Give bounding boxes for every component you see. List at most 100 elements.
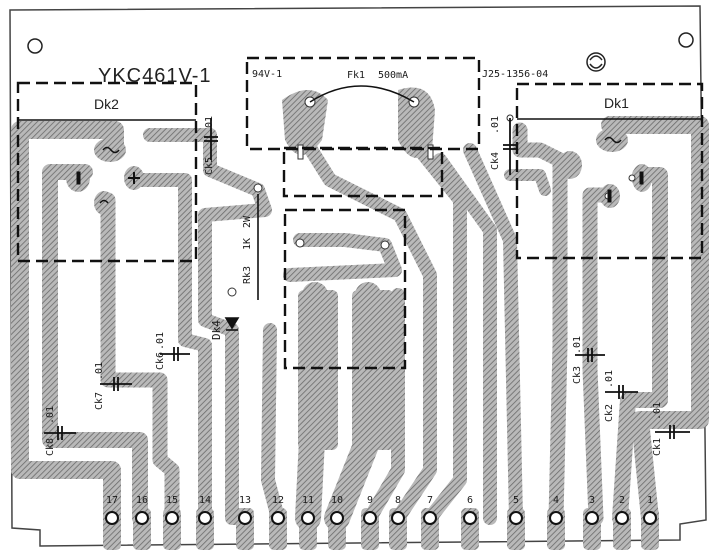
connector-hole <box>330 511 344 525</box>
connector-hole <box>643 511 657 525</box>
connector-pin-3: 3 <box>583 495 601 550</box>
capacitor-ck1-name: Ck1 <box>652 438 663 456</box>
cap-ck2 <box>605 385 638 399</box>
wave-icon <box>102 146 120 154</box>
hole-dk1-a <box>628 174 636 182</box>
slot-fuse-right <box>427 144 434 160</box>
connector-pin-number: 4 <box>553 495 559 506</box>
connector-pin-16: 16 <box>133 495 151 550</box>
connector-hole <box>615 511 629 525</box>
minus-mark-3 <box>607 189 612 203</box>
trace-pin-6 <box>433 153 497 525</box>
capacitor-ck1-value: .01 <box>652 402 663 420</box>
trace-dk1-outer <box>601 116 709 527</box>
block-label-right: Dk1 <box>604 95 629 111</box>
connector-pin-17: 17 <box>103 495 121 550</box>
resistor-name-label: Rk3 <box>242 266 253 284</box>
outline-fuse-lower <box>282 146 444 198</box>
trace-dk2-right <box>100 192 180 526</box>
connector-hole <box>301 511 315 525</box>
hole-ck5 <box>253 183 263 193</box>
connector-pin-6: 6 <box>461 495 479 550</box>
mounting-hole-right <box>678 32 694 48</box>
hole-center <box>295 238 305 248</box>
connector-pin-2: 2 <box>613 495 631 550</box>
pad-dk1-left <box>558 151 582 179</box>
connector-pin-number: 15 <box>166 495 178 506</box>
part-code-right: J25-1356-04 <box>482 69 548 80</box>
trace-ck4 <box>504 169 551 196</box>
slot-fuse-left <box>297 144 304 160</box>
trace-pin-5 <box>463 143 523 525</box>
trace-ck5 <box>143 128 265 197</box>
connector-hole <box>509 511 523 525</box>
outline-dk2 <box>16 81 198 263</box>
connector-hole <box>238 511 252 525</box>
connector-hole <box>423 511 437 525</box>
trace-center-9 <box>363 288 405 525</box>
connector-pin-number: 7 <box>427 495 433 506</box>
outline-center-block <box>283 208 407 370</box>
connector-pin-number: 10 <box>331 495 343 506</box>
connector-pin-11: 11 <box>299 495 317 550</box>
connector-pin-number: 2 <box>619 495 625 506</box>
connector-pin-5: 5 <box>507 495 525 550</box>
pad-dk2-top <box>94 138 126 162</box>
fuse-rating: 500mA <box>378 70 408 81</box>
connector-hole <box>363 511 377 525</box>
capacitor-ck4-name: Ck4 <box>490 152 501 170</box>
connector-pin-1: 1 <box>641 495 659 550</box>
connector-pin-4: 4 <box>547 495 565 550</box>
block-header-lines <box>18 118 702 121</box>
minus-mark-2 <box>639 171 644 185</box>
capacitor-ck4-value: .01 <box>490 116 501 134</box>
pad-dk2-wave <box>94 191 114 215</box>
cap-ck3 <box>575 348 605 362</box>
cap-ck5 <box>204 118 218 160</box>
connector-pin-number: 14 <box>199 495 211 506</box>
connector-hole <box>135 511 149 525</box>
outline-dk1 <box>515 82 704 260</box>
capacitor-symbols <box>44 118 690 440</box>
capacitor-ck7-value: .01 <box>94 362 105 380</box>
hole-rk3 <box>227 287 237 297</box>
cap-ck7 <box>100 377 132 391</box>
drill-holes <box>227 96 636 326</box>
wave-icon-3 <box>604 136 622 144</box>
trace-fuse-8 <box>298 133 437 525</box>
connector-pin-number: 6 <box>467 495 473 506</box>
dk2-pin-marks <box>76 146 140 204</box>
capacitor-ck5-value: .01 <box>204 116 215 134</box>
capacitor-ck5-name: Ck5 <box>204 157 215 175</box>
fuse-wire <box>309 85 415 103</box>
connector-hole <box>105 511 119 525</box>
pad-center-right <box>352 290 394 450</box>
mounting-hole-left <box>27 38 43 54</box>
trace-dk1-inner <box>612 167 668 526</box>
connector-hole <box>391 511 405 525</box>
trace-dk1-left <box>512 122 568 526</box>
resistor-power-label: 2W <box>242 215 253 228</box>
pad-center-left <box>298 290 338 450</box>
trace-fuse-7 <box>413 143 467 525</box>
trace-rk3 <box>198 183 272 525</box>
connector-pin-number: 1 <box>647 495 653 506</box>
trace-dk2-outer <box>11 121 124 527</box>
capacitor-ck2-name: Ck2 <box>604 404 615 422</box>
connector-pin-13: 13 <box>236 495 254 550</box>
pad-dk1-top <box>596 128 628 152</box>
trace-dk1-mid <box>582 187 618 526</box>
model-code: YKC461V-1 <box>98 65 212 87</box>
wave-icon-2 <box>99 199 109 204</box>
hole-center-right <box>380 240 390 250</box>
diode-name-label: Dk4 <box>210 320 223 340</box>
connector-pin-8: 8 <box>389 495 407 550</box>
resistor-value-label: 1K <box>242 238 253 250</box>
capacitor-ck3-value: .01 <box>572 336 583 354</box>
connector-pin-number: 8 <box>395 495 401 506</box>
copper-pads <box>66 87 652 450</box>
connector-pin-14: 14 <box>196 495 214 550</box>
certification-logo <box>586 52 606 72</box>
trace-dk2-plus <box>130 173 212 525</box>
